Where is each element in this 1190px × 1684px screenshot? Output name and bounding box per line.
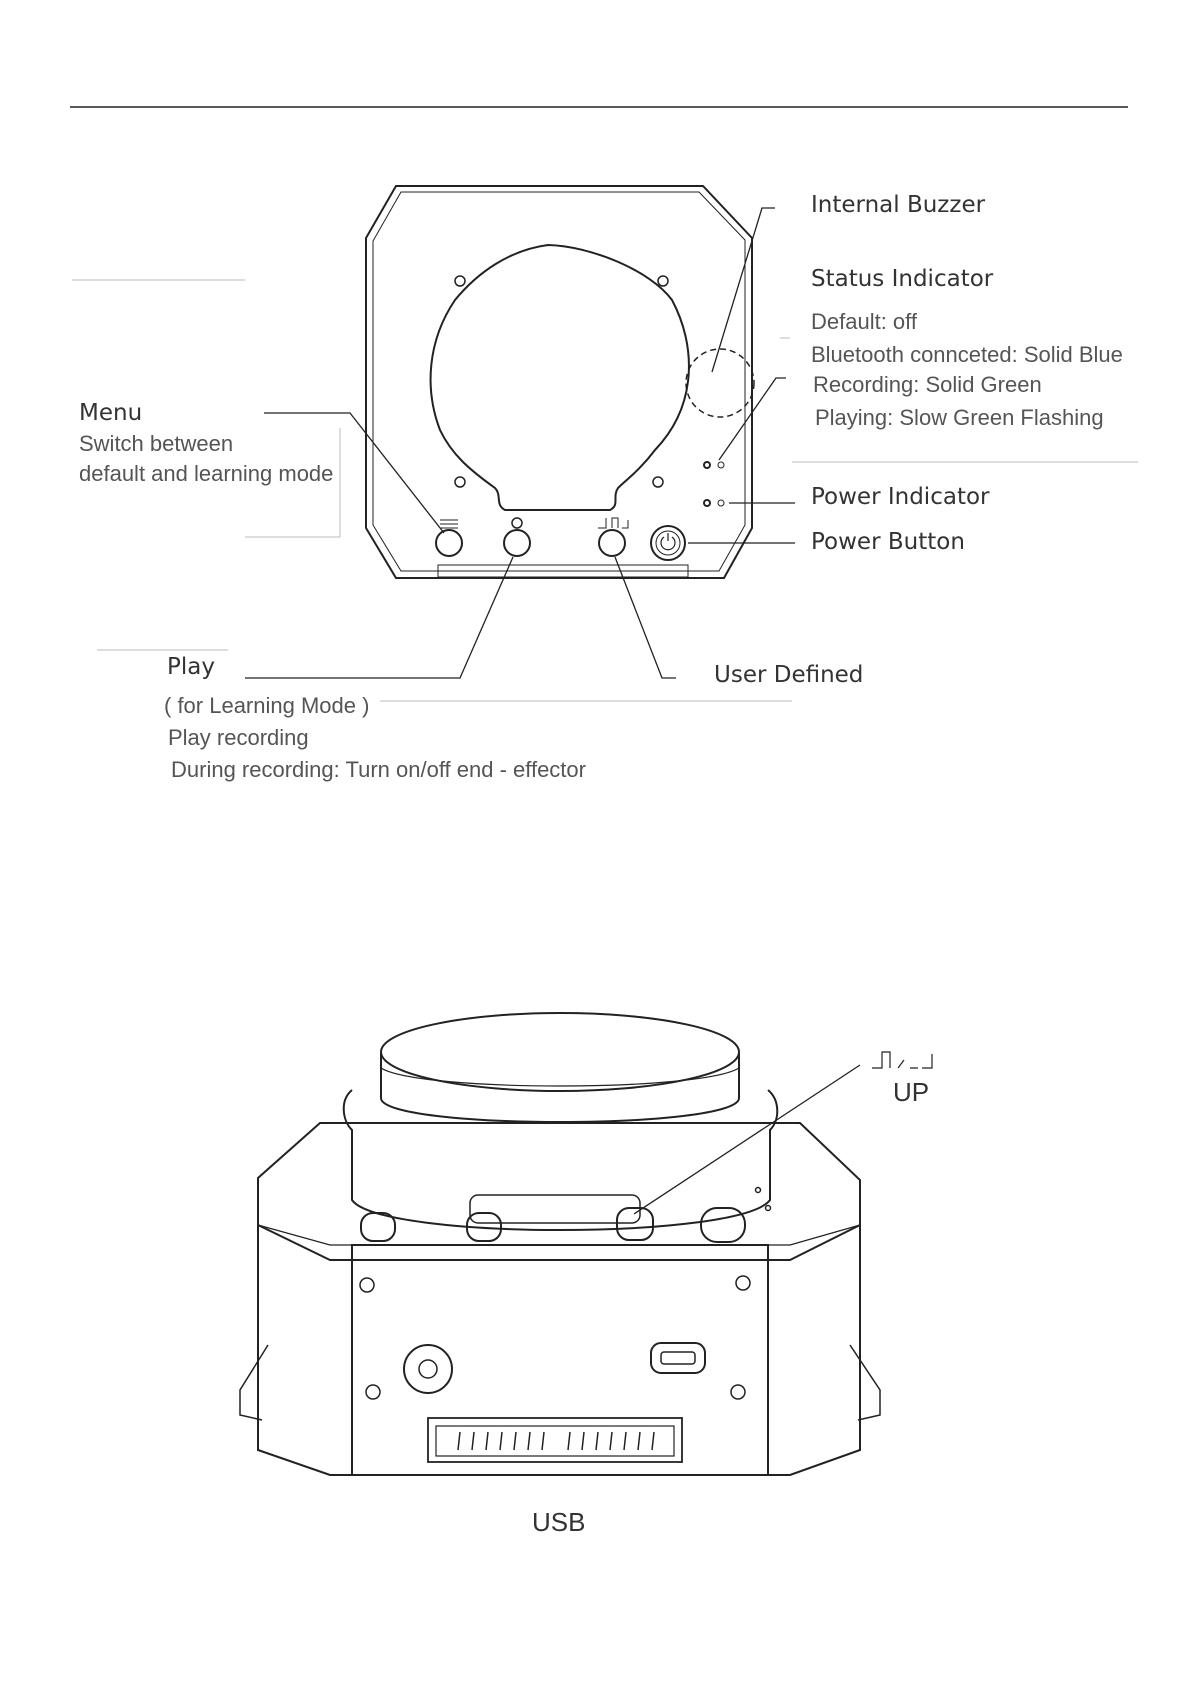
right-body	[768, 1225, 861, 1476]
menu-leader	[264, 412, 445, 534]
status-line: Bluetooth connceted: Solid Blue	[811, 342, 1123, 367]
up-button	[616, 1207, 654, 1241]
front-button	[466, 1212, 502, 1242]
device-outline	[365, 185, 753, 579]
play-button	[503, 529, 531, 557]
menu-button	[435, 529, 463, 557]
screw-icon	[735, 1275, 751, 1291]
mount-hole	[454, 275, 466, 287]
front-light	[754, 1186, 762, 1194]
play-line: During recording: Turn on/off end - effe…	[171, 757, 586, 782]
mid-cylinder	[342, 1089, 779, 1231]
label-status-indicator: Status Indicator	[811, 266, 994, 292]
label-user-defined: User Defined	[714, 662, 864, 688]
power-button-inner	[655, 530, 681, 556]
status-leader	[718, 377, 786, 461]
up-icon	[872, 1051, 933, 1069]
menu-line: default and learning mode	[79, 461, 334, 486]
mount-hole	[454, 476, 466, 488]
buzzer-area	[685, 348, 755, 418]
power-jack	[403, 1344, 453, 1394]
guide-lines	[72, 279, 1138, 702]
play-line: Play recording	[168, 725, 309, 750]
gripper-icon	[598, 517, 629, 529]
top-disc	[380, 1012, 740, 1092]
menu-icon	[440, 519, 458, 529]
pin-header	[427, 1417, 683, 1463]
label-menu: Menu	[79, 400, 143, 426]
front-panel	[351, 1244, 769, 1476]
status-light-icon	[717, 461, 725, 469]
screw-icon	[730, 1384, 746, 1400]
label-power-button: Power Button	[811, 529, 965, 555]
label-up: UP	[893, 1077, 930, 1107]
mount-hole	[657, 275, 669, 287]
status-line: Playing: Slow Green Flashing	[815, 405, 1104, 430]
usb-port-inner	[660, 1351, 696, 1365]
play-leader	[245, 556, 514, 679]
play-line: ( for Learning Mode )	[164, 693, 370, 718]
usb-port	[650, 1342, 706, 1374]
label-power-indicator: Power Indicator	[811, 484, 990, 510]
pin-header-inner	[435, 1425, 675, 1457]
status-line: Default: off	[811, 309, 917, 334]
front-light	[764, 1204, 772, 1212]
left-foot	[239, 1344, 269, 1421]
top-disc-rim	[380, 1067, 740, 1087]
mount-plate	[429, 243, 690, 511]
screw-icon	[359, 1277, 375, 1293]
front-button	[360, 1212, 396, 1242]
top-view-device	[365, 185, 755, 579]
label-usb: USB	[532, 1507, 586, 1537]
front-power-button	[700, 1207, 746, 1243]
pin-row	[457, 1431, 655, 1451]
power-icon	[660, 533, 676, 551]
mount-hole	[652, 476, 664, 488]
right-foot	[849, 1344, 881, 1421]
play-icon	[511, 517, 523, 529]
power-indicator-icon	[717, 499, 725, 507]
buzzer-leader	[711, 207, 775, 373]
power-light	[703, 499, 711, 507]
user-defined-button	[598, 529, 626, 557]
user-defined-leader	[614, 556, 676, 679]
screw-icon	[365, 1384, 381, 1400]
status-line: Recording: Solid Green	[813, 372, 1042, 397]
front-slot	[469, 1194, 641, 1224]
label-internal-buzzer: Internal Buzzer	[811, 192, 986, 218]
front-strip	[437, 564, 689, 578]
top-plate-edge	[257, 1224, 861, 1246]
leader-lines	[245, 207, 795, 679]
top-disc-side	[380, 1052, 740, 1123]
up-leader	[633, 1064, 861, 1215]
front-view-device	[239, 1012, 933, 1476]
left-body	[257, 1225, 352, 1476]
menu-line: Switch between	[79, 431, 234, 456]
power-jack-inner	[418, 1359, 438, 1379]
label-play: Play	[167, 654, 215, 680]
device-outline-inner	[372, 191, 746, 572]
top-plate	[257, 1122, 861, 1261]
power-button	[650, 525, 686, 561]
status-light	[703, 461, 711, 469]
